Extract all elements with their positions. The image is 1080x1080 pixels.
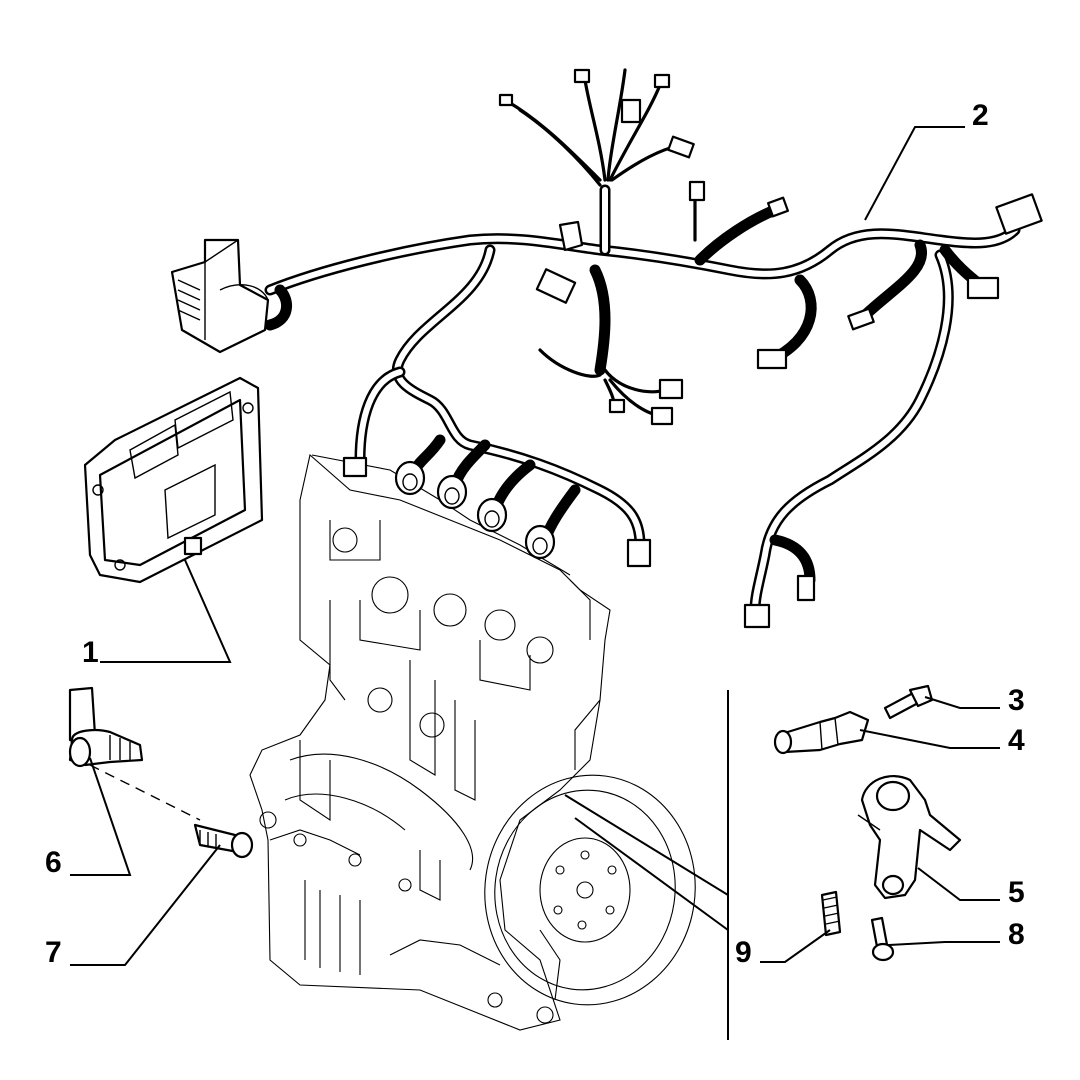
bolt-8 [870,916,895,962]
callout-3: 3 [1008,684,1025,717]
callout-4: 4 [1008,724,1025,757]
crank-sensor [68,686,144,768]
callout-1: 1 [82,636,99,669]
stud-9 [820,890,842,937]
callout-6: 6 [45,846,62,879]
callout-7: 7 [45,936,62,969]
bolt-3 [883,684,934,720]
cam-sensor [773,710,870,755]
callout-9: 9 [735,936,752,969]
bolt-7 [193,823,254,859]
wiring-harness [264,68,1021,616]
callout-5: 5 [1008,876,1025,909]
ecu-mount-bracket [170,238,270,354]
sensor-bracket [857,775,962,900]
callout-8: 8 [1008,918,1025,951]
leader-lines [70,126,1000,1040]
callout-2: 2 [972,99,989,132]
ecu-module [83,376,264,584]
engine-block [249,453,696,1031]
harness-connectors [342,68,1043,629]
